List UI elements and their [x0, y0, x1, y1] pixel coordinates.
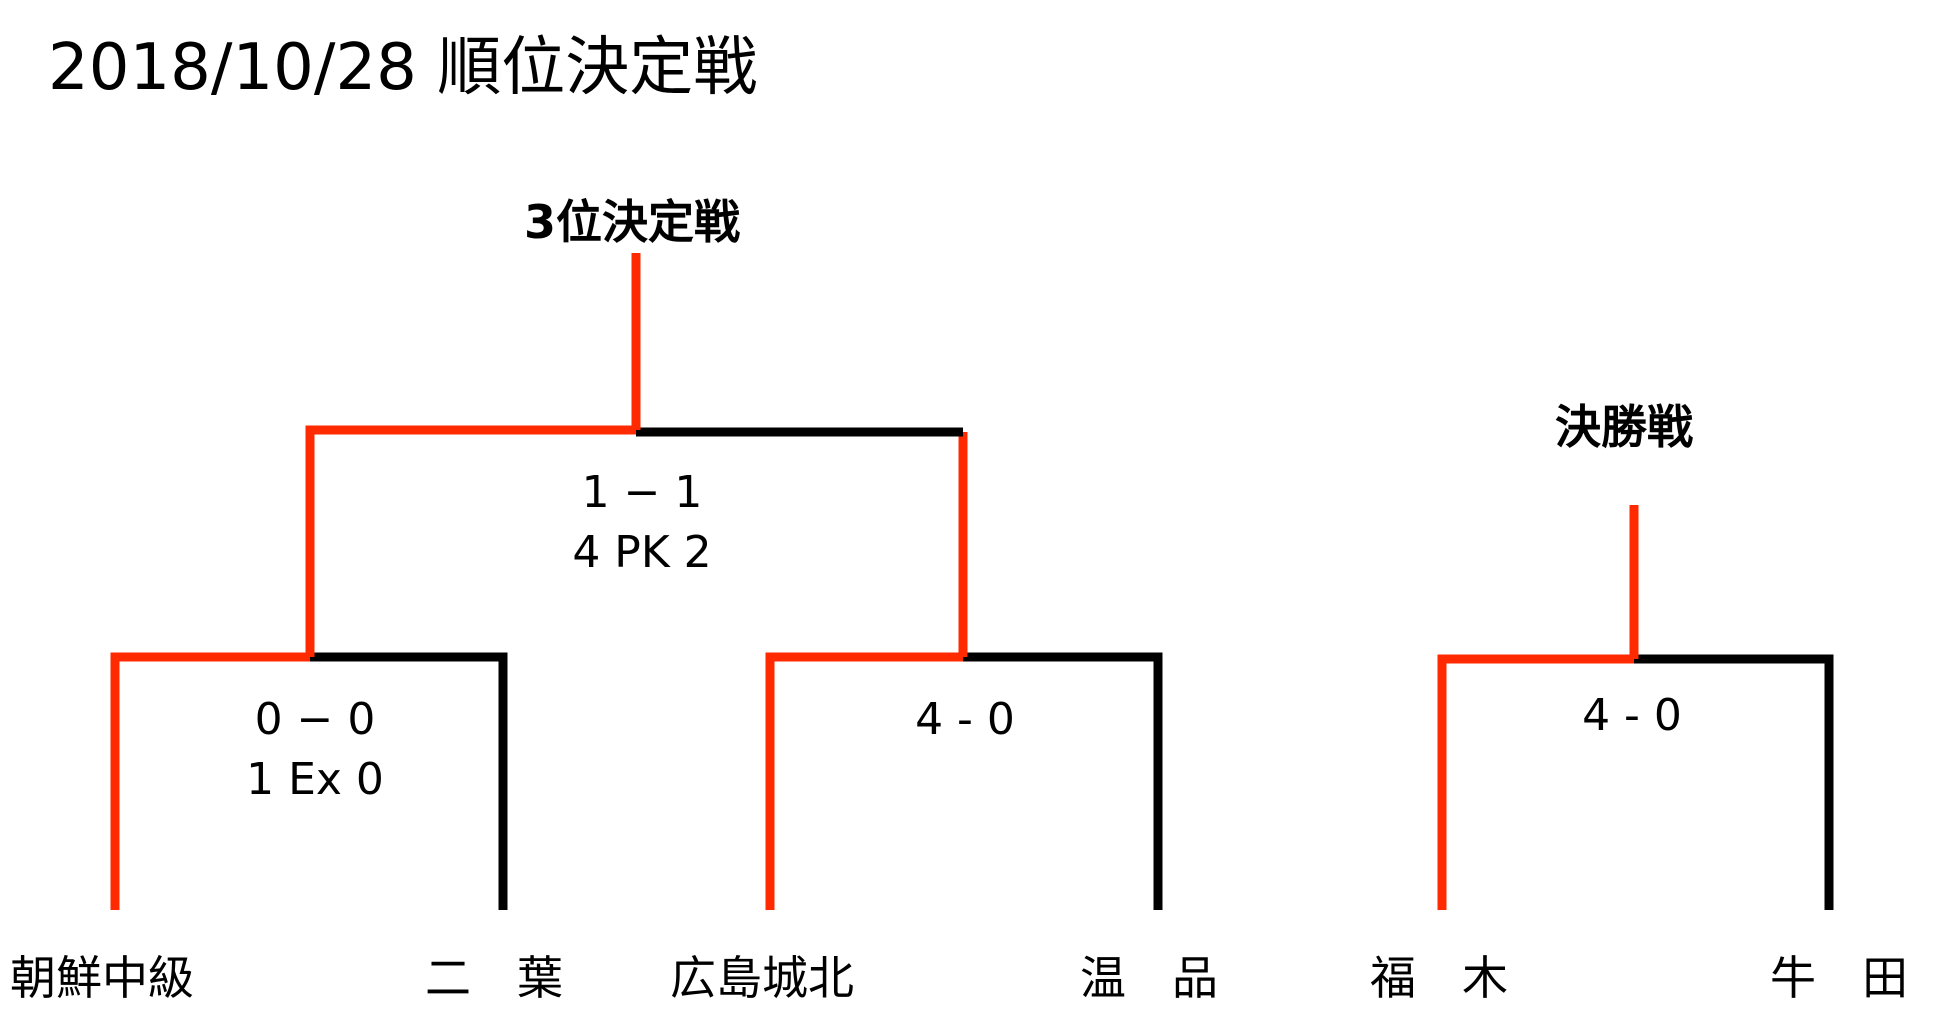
team-name: 牛 田 [1770, 951, 1908, 1005]
bracket-line-team-fukugi [1437, 654, 1634, 910]
left-semi-score-extra: 1 Ex 0 [246, 754, 384, 805]
team-name: 温 品 [1080, 951, 1218, 1005]
middle-semi-score: 4 - 0 [915, 690, 1015, 750]
left-semi-score-regular: 0 − 0 [254, 694, 376, 745]
third-place-score-pk: 4 PK 2 [572, 527, 712, 578]
bracket-line-team-nukushina [963, 652, 1163, 910]
final-score: 4 - 0 [1582, 686, 1682, 746]
team-name: 朝鮮中級 [10, 951, 194, 1005]
bracket-line-team-hiroshimajohoku [765, 652, 963, 910]
team-name: 広島城北 [670, 951, 854, 1005]
bracket-line-team-futaba [310, 652, 508, 910]
team-name: 二 葉 [425, 951, 563, 1005]
page-title: 2018/10/28 順位決定戦 [48, 31, 758, 105]
third-place-label: 3位決定戦 [523, 195, 741, 249]
team-name: 福 木 [1370, 951, 1508, 1005]
middle-semi-score-regular: 4 - 0 [915, 694, 1015, 745]
bracket-line-team-ushita [1634, 654, 1834, 910]
left-semi-score: 0 − 0 1 Ex 0 [246, 690, 384, 810]
final-score-regular: 4 - 0 [1582, 690, 1682, 741]
third-place-score: 1 − 1 4 PK 2 [572, 463, 711, 583]
bracket-line-left-semi-advance [305, 425, 636, 657]
bracket-line-team-chosen [110, 652, 310, 910]
third-place-score-regular: 1 − 1 [581, 467, 703, 518]
final-label: 決勝戦 [1555, 400, 1693, 454]
